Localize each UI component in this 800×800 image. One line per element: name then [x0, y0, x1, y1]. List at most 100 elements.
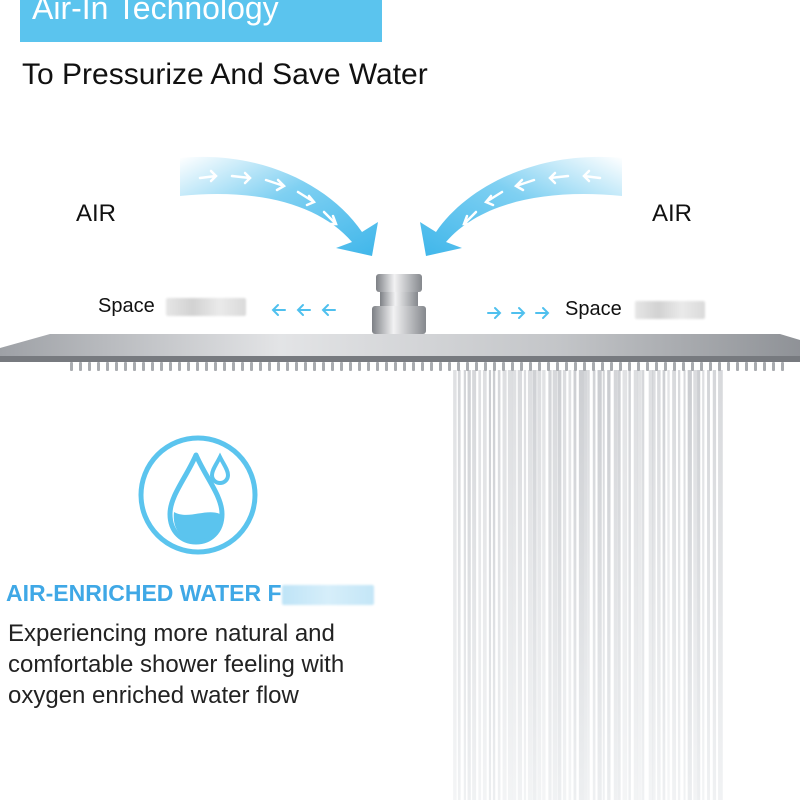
nozzle	[304, 362, 307, 371]
water-stream	[478, 370, 482, 800]
water-stream	[512, 370, 517, 800]
nozzle	[223, 362, 226, 371]
water-stream	[617, 370, 621, 800]
nozzle	[664, 362, 667, 371]
water-stream	[707, 370, 710, 800]
title-banner: Air-In Technology	[20, 0, 382, 42]
water-stream	[637, 370, 642, 800]
water-stream	[677, 370, 681, 800]
water-stream	[613, 370, 618, 800]
space-arrow-icon	[271, 304, 336, 316]
shower-head-icon	[0, 274, 800, 371]
nozzle	[322, 362, 325, 371]
nozzle	[709, 362, 712, 371]
water-stream	[712, 370, 717, 800]
feature-description-line: oxygen enriched water flow	[8, 682, 299, 709]
nozzle	[484, 362, 487, 371]
water-stream	[552, 370, 558, 800]
nozzle	[394, 362, 397, 371]
banner-title: Air-In Technology	[32, 0, 279, 26]
nozzle	[538, 362, 541, 371]
water-stream	[697, 370, 701, 800]
nozzle	[736, 362, 739, 371]
water-stream	[672, 370, 677, 800]
water-stream	[683, 370, 686, 800]
nozzle	[583, 362, 586, 371]
nozzle	[520, 362, 523, 371]
water-stream	[578, 370, 584, 800]
space-arrow-icon	[487, 307, 550, 319]
nozzle	[331, 362, 334, 371]
nozzle	[115, 362, 118, 371]
nozzle	[718, 362, 721, 371]
water-stream	[527, 370, 533, 800]
nozzle	[232, 362, 235, 371]
water-stream	[548, 370, 552, 800]
nozzle	[493, 362, 496, 371]
nozzle	[412, 362, 415, 371]
feature-heading-text: AIR-ENRICHED WATER F	[6, 580, 282, 606]
nozzle	[547, 362, 550, 371]
water-stream	[652, 370, 656, 800]
water-stream	[633, 370, 638, 800]
nozzle	[286, 362, 289, 371]
water-stream	[463, 370, 466, 800]
nozzle	[745, 362, 748, 371]
water-stream	[662, 370, 666, 800]
nozzle	[79, 362, 82, 371]
water-stream	[642, 370, 645, 800]
nozzle	[376, 362, 379, 371]
nozzle	[385, 362, 388, 371]
water-stream	[648, 370, 654, 800]
nozzle	[205, 362, 208, 371]
nozzle	[214, 362, 217, 371]
water-stream	[657, 370, 661, 800]
water-stream	[622, 370, 628, 800]
water-stream	[523, 370, 527, 800]
nozzle	[367, 362, 370, 371]
water-stream	[537, 370, 542, 800]
feature-description-line: Experiencing more natural and	[8, 620, 335, 647]
nozzle	[646, 362, 649, 371]
nozzle	[340, 362, 343, 371]
water-stream	[457, 370, 461, 800]
water-stream	[507, 370, 513, 800]
page-subtitle: To Pressurize And Save Water	[22, 58, 428, 91]
air-flow-arrow-icon	[180, 156, 378, 256]
nozzle	[763, 362, 766, 371]
water-streams	[453, 370, 723, 800]
water-stream	[718, 370, 723, 800]
feature-description-line: comfortable shower feeling with	[8, 651, 345, 678]
nozzle	[601, 362, 604, 371]
water-stream	[557, 370, 562, 800]
space-label-left: Space	[98, 295, 247, 318]
water-stream	[667, 370, 670, 800]
nozzle	[421, 362, 424, 371]
nozzle	[556, 362, 559, 371]
water-stream	[687, 370, 692, 800]
water-stream	[583, 370, 588, 800]
nozzle	[448, 362, 451, 371]
nozzle	[358, 362, 361, 371]
water-drop-icon	[138, 435, 258, 555]
water-stream	[492, 370, 496, 800]
water-stream	[628, 370, 631, 800]
water-stream	[602, 370, 605, 800]
water-stream	[488, 370, 492, 800]
nozzle	[619, 362, 622, 371]
nozzle	[196, 362, 199, 371]
nozzle	[682, 362, 685, 371]
nozzle	[106, 362, 109, 371]
water-stream	[497, 370, 501, 800]
water-stream	[482, 370, 487, 800]
nozzle	[250, 362, 253, 371]
water-stream	[693, 370, 698, 800]
nozzle	[574, 362, 577, 371]
nozzle	[511, 362, 514, 371]
water-stream	[517, 370, 523, 800]
nozzle	[637, 362, 640, 371]
water-stream	[467, 370, 471, 800]
nozzle	[673, 362, 676, 371]
nozzle	[241, 362, 244, 371]
